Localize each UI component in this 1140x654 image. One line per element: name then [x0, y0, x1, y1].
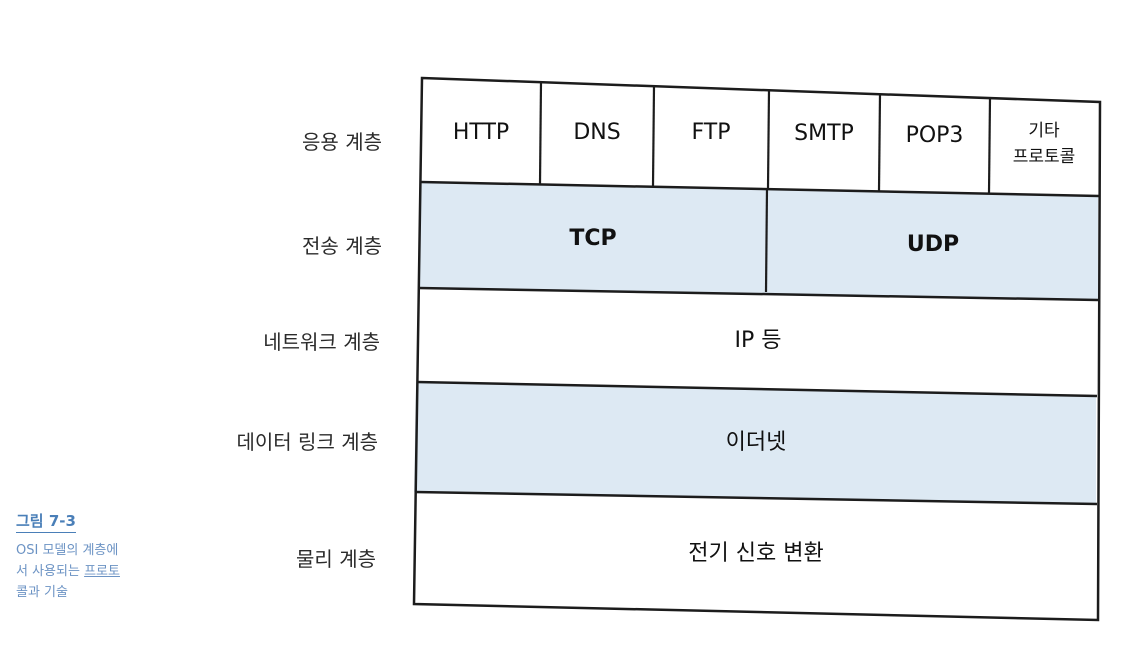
caption-line-3: 콜과 기술	[16, 585, 68, 600]
separator-app-transport	[420, 180, 1100, 198]
protocol-ethernet: 이더넷	[725, 430, 787, 455]
protocol-smtp: SMTP	[794, 121, 854, 146]
app-divider-4	[877, 93, 882, 192]
layer-label-application: 응용 계층	[302, 130, 382, 154]
app-divider-1	[538, 81, 543, 185]
transport-band	[418, 182, 1098, 300]
protocol-ftp: FTP	[691, 120, 731, 145]
figure-caption-body: OSI 모델의 계층에 서 사용되는 프로토 콜과 기술	[16, 540, 146, 603]
caption-line-1: OSI 모델의 계층에	[16, 543, 119, 558]
layer-label-transport: 전송 계층	[302, 234, 382, 258]
protocol-other: 기타 프로토콜	[990, 118, 1098, 170]
protocol-ip: IP 등	[734, 328, 782, 353]
protocol-http: HTTP	[452, 120, 510, 145]
layer-label-physical: 물리 계층	[296, 547, 376, 571]
separator-network-datalink	[416, 380, 1098, 398]
app-divider-3	[766, 89, 771, 189]
diagram-frame	[412, 76, 1102, 622]
caption-line-2a: 서 사용되는	[16, 564, 85, 579]
app-divider-2	[651, 85, 656, 187]
transport-divider	[764, 187, 769, 293]
caption-line-2b: 프로토	[84, 564, 120, 579]
physical-signal-conversion: 전기 신호 변환	[688, 541, 824, 566]
protocol-udp: UDP	[906, 232, 960, 257]
protocol-other-line2: 프로토콜	[1012, 147, 1076, 167]
separator-datalink-physical	[414, 490, 1098, 506]
datalink-band	[414, 382, 1096, 504]
app-divider-5	[987, 97, 992, 194]
separator-transport-network	[418, 286, 1099, 302]
figure-caption-title: 그림 7-3	[16, 510, 76, 533]
protocol-pop3: POP3	[905, 123, 964, 148]
protocol-other-line1: 기타	[1028, 121, 1060, 141]
protocol-tcp: TCP	[569, 226, 617, 251]
layer-label-datalink: 데이터 링크 계층	[236, 430, 378, 454]
protocol-dns: DNS	[573, 120, 621, 145]
layer-label-network: 네트워크 계층	[263, 330, 380, 354]
caption-line-2: 서 사용되는 프로토	[16, 561, 146, 582]
